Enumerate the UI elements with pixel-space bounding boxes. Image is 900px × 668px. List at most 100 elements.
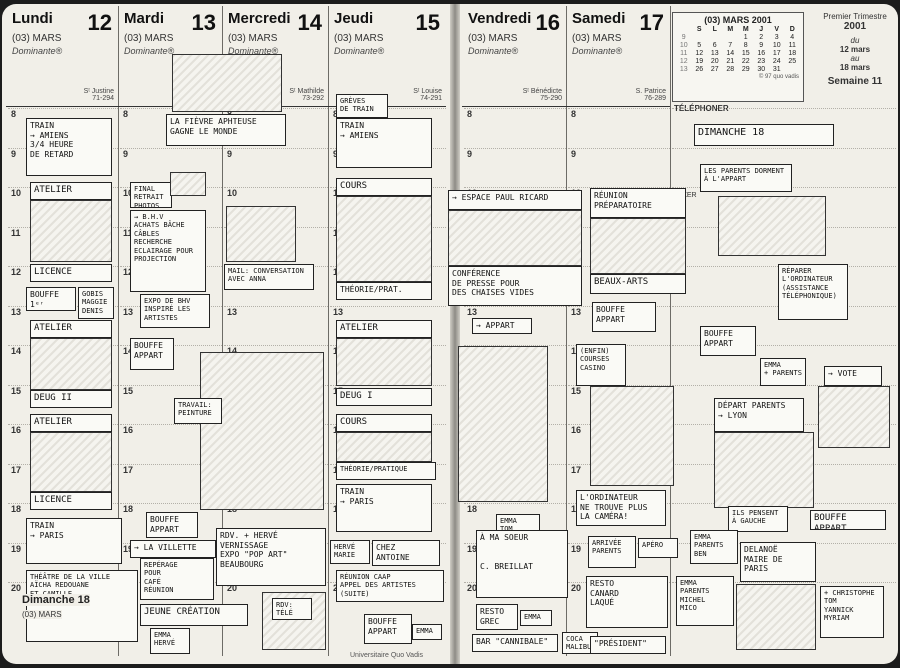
hour-label: 19 <box>123 543 134 554</box>
mini-calendar-day: 11 <box>788 42 796 49</box>
hour-label: 12 <box>11 267 22 277</box>
hour-label: 10 <box>123 188 134 198</box>
mini-calendar-day: 8 <box>743 42 748 49</box>
hour-label: 19 <box>571 543 582 554</box>
note-theorie-prat: THÉORIE/PRAT. <box>336 282 432 300</box>
hour-line <box>464 147 566 149</box>
hour-label: 19 <box>11 543 22 554</box>
day-header: Mercredi 14 (03) MARS Dominante® Sᵗ Math… <box>222 6 328 107</box>
note-parents-dorment: LES PARENTS DORMENT À L'APPART <box>700 164 792 192</box>
hour-label: 20 <box>11 583 22 593</box>
mini-calendar-day: 4 <box>790 34 795 41</box>
note-ils-pensent: ILS PENSENT À GAUCHE <box>728 506 788 532</box>
note-appart: → APPART <box>472 318 532 334</box>
sketch-atelier-grid <box>30 200 112 262</box>
hour-label: 14 <box>11 346 22 356</box>
hour-label: 16 <box>571 425 582 435</box>
note-emma-parents: EMMA + PARENTS <box>760 358 806 386</box>
note-reunion-preparatoire: RÉUNION PRÉPARATOIRE <box>590 188 686 218</box>
note-cours-2: COURS <box>336 414 432 432</box>
hour-line <box>672 582 896 583</box>
sketch-atelier-jeudi <box>336 338 432 386</box>
day-name: Mercredi <box>228 10 291 27</box>
note-herve-marie: HERVÉ MARIE <box>330 540 370 564</box>
hour-line <box>672 147 896 149</box>
note-emma-herve: EMMA HERVÉ <box>150 628 190 654</box>
mini-calendar-day: 17 <box>772 50 781 57</box>
hour-label: 8 <box>467 109 473 119</box>
note-vote: → VOTE <box>824 366 882 386</box>
hour-label: 20 <box>227 583 238 593</box>
hour-label: 9 <box>333 149 338 159</box>
hour-label: 10 <box>11 188 22 198</box>
day-dominante: Dominante® <box>228 46 279 56</box>
note-rdv-tele: RDV: TÉLÉ <box>272 598 312 620</box>
mini-calendar-day: 30 <box>757 66 766 73</box>
day-number: 14 <box>297 10 322 35</box>
hour-line <box>120 384 222 386</box>
day-month: (03) MARS <box>468 33 518 44</box>
note-deug-ii: DEUG II <box>30 390 112 408</box>
hour-label: 15 <box>11 385 22 396</box>
hour-label: 8 <box>571 109 577 119</box>
hour-line <box>464 503 566 504</box>
note-atelier: ATELIER <box>30 182 112 200</box>
mini-calendar-week-number: 9 <box>681 34 686 41</box>
hour-label: 15 <box>571 385 582 396</box>
hour-label: 13 <box>123 306 134 317</box>
mini-calendar-day: 27 <box>710 66 719 73</box>
trimestre-au: au <box>850 54 860 63</box>
hour-label: 13 <box>227 306 238 317</box>
hour-label: 16 <box>123 425 134 435</box>
mini-calendar-day: 23 <box>757 58 766 65</box>
mini-calendar-weekday: M <box>742 26 749 33</box>
hour-label: 13 <box>571 306 582 317</box>
note-greves-train: GRÈVES DE TRAIN <box>336 94 388 118</box>
note-emma-jeudi: EMMA <box>412 624 442 640</box>
hour-line <box>120 108 222 109</box>
day-month: (03) MARS <box>334 33 384 44</box>
day-name: Lundi <box>12 10 53 27</box>
note-train-amiens: TRAIN → AMIENS 3/4 HEURE DE RETARD <box>26 118 112 176</box>
note-bouffe-appart-dimanche-2: BOUFFE APPART <box>810 510 886 530</box>
sketch-box <box>170 172 206 196</box>
note-cours: COURS <box>336 178 432 196</box>
mini-calendar-day <box>785 66 801 73</box>
trimestre-year: 2001 <box>843 21 867 32</box>
hour-line <box>568 108 670 109</box>
hour-label: 18 <box>11 504 22 514</box>
hour-label: 14 <box>227 346 238 356</box>
day-column-samedi: Samedi 17 (03) MARS Dominante® S. Patric… <box>566 6 671 656</box>
note-train-paris-2: TRAIN → PARIS <box>336 484 432 532</box>
day-month: (03) MARS <box>12 33 62 44</box>
mini-calendar-corner <box>676 26 692 33</box>
fixer-label: FIXER <box>676 192 697 199</box>
day-month: (03) MARS <box>124 33 174 44</box>
note-courses-casino: (ENFIN) COURSES CASINO <box>576 344 626 386</box>
note-theorie-pratique: THÉORIE/PRATIQUE <box>336 462 436 480</box>
note-repérage-cafe: REPÉRAGE POUR CAFÉ RÉUNION <box>140 558 214 600</box>
hour-line <box>8 108 118 109</box>
sketch-meeting-room <box>590 218 686 274</box>
sketch-computer-user <box>590 386 674 486</box>
hour-label: 18 <box>123 504 134 514</box>
note-ordinateur-camera: L'ORDINATEUR NE TROUVE PLUS LA CAMÉRA! <box>576 490 666 526</box>
note-emma-michel: EMMA PARENTS MICHEL MICO <box>676 576 734 626</box>
note-atelier-2: ATELIER <box>30 320 112 338</box>
hour-line <box>568 187 670 188</box>
sketch-train-platform <box>714 432 814 508</box>
note-deug-i: DEUG I <box>336 388 432 406</box>
note-beaux-arts: BEAUX-ARTS <box>590 274 686 294</box>
day-name: Vendredi <box>468 10 532 27</box>
mini-calendar-weekday: J <box>759 26 764 33</box>
note-expo-bhv: EXPO DE BHV INSPIRÉ LES ARTISTES <box>140 294 210 328</box>
mini-calendar-day: 24 <box>772 58 781 65</box>
trimestre-from: 12 mars <box>839 45 871 54</box>
note-president: "PRÉSIDENT" <box>590 636 666 654</box>
day-header: Mardi 13 (03) MARS Dominante® <box>118 6 222 107</box>
trimestre-box: Premier Trimestre 2001 du 12 mars au 18 … <box>815 12 895 87</box>
note-espace-ricard: → ESPACE PAUL RICARD <box>448 190 582 210</box>
